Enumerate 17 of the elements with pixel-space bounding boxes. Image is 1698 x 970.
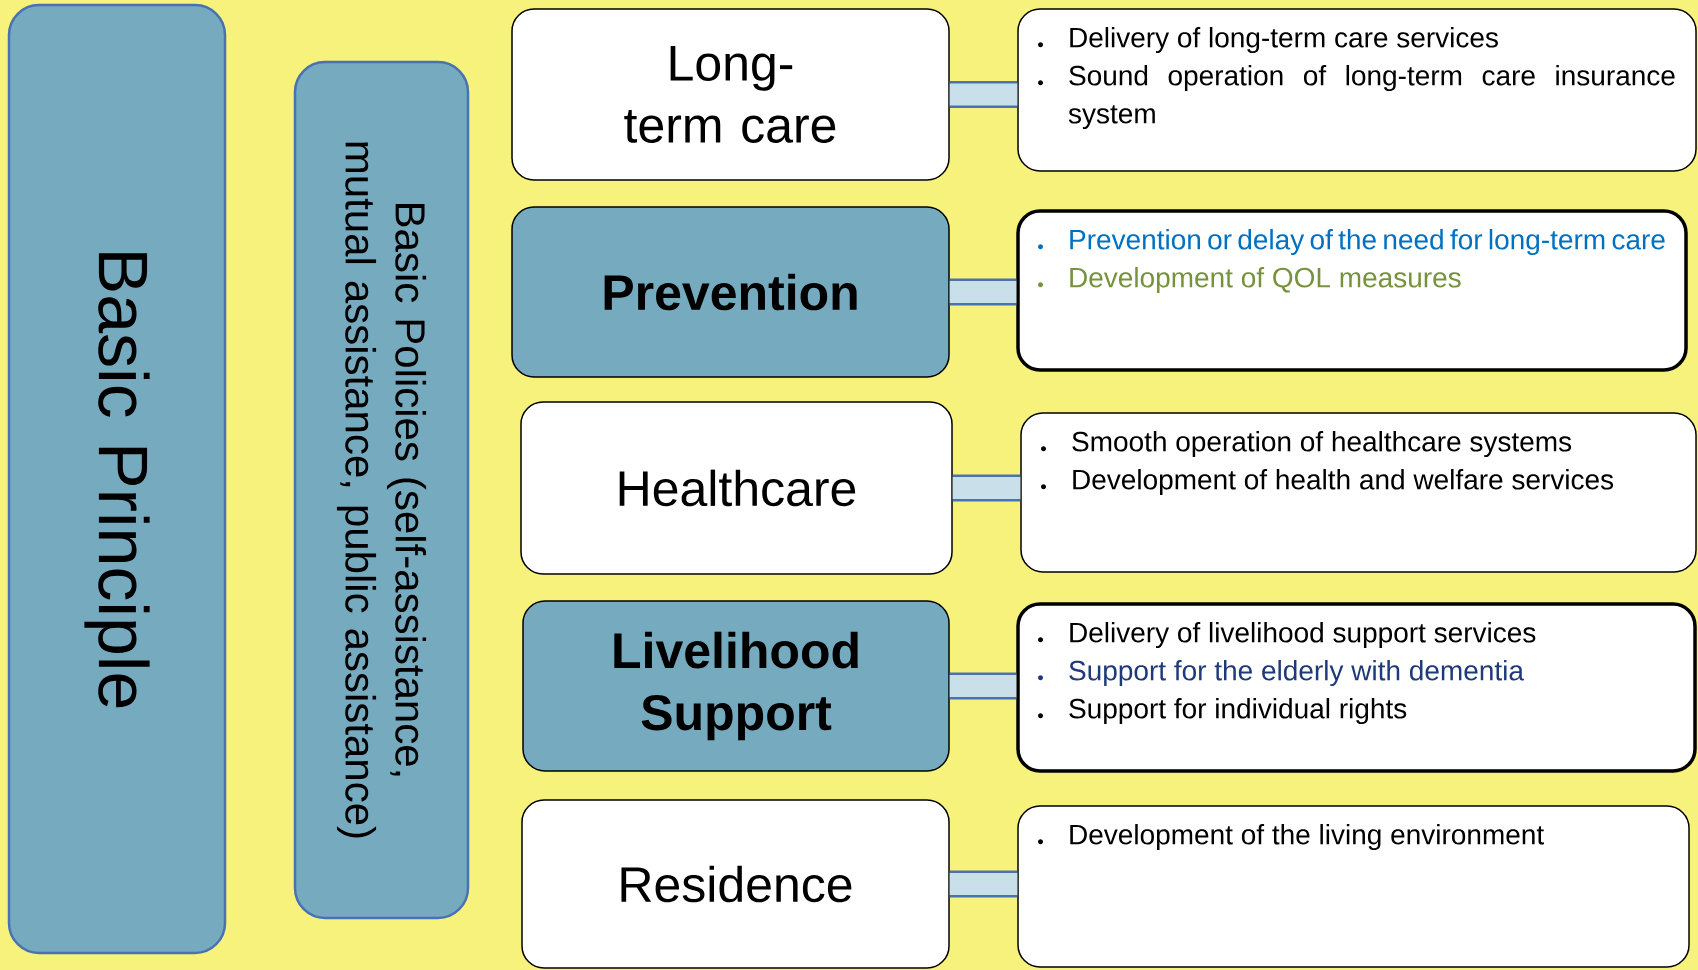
detail-box: Delivery of long-term care services Sound operation of long-term care insurance system xyxy=(1017,8,1697,172)
detail-box: Smooth operation of healthcare systems Development of health and welfare services xyxy=(1020,412,1697,573)
connector-bar xyxy=(949,672,1017,700)
connector-bar xyxy=(949,278,1017,306)
category-box: Healthcare xyxy=(520,401,953,575)
category-box: Residence xyxy=(521,799,950,969)
detail-box: Development of the living environment xyxy=(1017,805,1690,968)
policy-bar: Basic Policies (self-assistance, mutual assistance, public assistance) xyxy=(293,60,470,920)
category-box: Long-term care xyxy=(511,8,950,181)
category-box: Prevention xyxy=(511,206,950,378)
connector-bar xyxy=(952,474,1021,502)
connector-bar xyxy=(949,870,1018,898)
connector-bar xyxy=(949,81,1018,108)
category-box: Livelihood Support xyxy=(522,600,950,772)
detail-box: Delivery of livelihood support services Support for the elderly with dementia Support for individual rights xyxy=(1016,602,1697,773)
principle-bar: Basic Principle xyxy=(7,3,227,955)
detail-box: Prevention or delay of the need for long-term care Development of QOL measures xyxy=(1016,209,1688,372)
